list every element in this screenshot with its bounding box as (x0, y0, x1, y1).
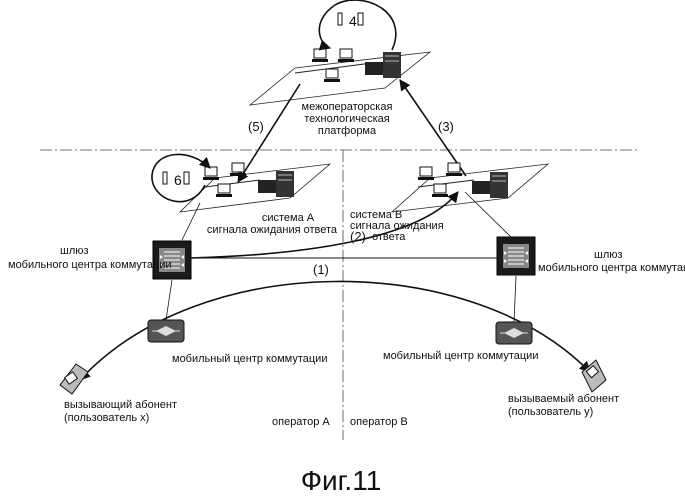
caller-label-line-1: вызывающий абонент (64, 399, 177, 411)
step-6-box-icon (184, 172, 189, 184)
caller-label-line-2: (пользователь x) (64, 412, 149, 424)
step-4-label: 4 (349, 13, 357, 29)
system-b-workstation-icon (418, 163, 462, 197)
operator-a-label: оператор А (272, 416, 330, 428)
gateway-b-label-line-2: мобильного центра коммутации (538, 262, 685, 274)
step-2-label: (2) (350, 229, 366, 244)
callee-label-line-1: вызываемый абонент (508, 393, 619, 405)
gateway-b-label-line-1: шлюз (594, 249, 623, 261)
system-a-server-icon (258, 171, 294, 197)
caller-phone-icon (60, 364, 88, 394)
system-b-lan (392, 164, 548, 212)
gateway-a-label-line-1: шлюз (60, 245, 89, 257)
step-4-box-icon (358, 13, 363, 25)
msc-b-label: мобильный центр коммутации (383, 350, 538, 362)
step-5-label: (5) (248, 119, 264, 134)
arrow-3 (400, 80, 466, 176)
system-a-label-line-1: система А (262, 212, 315, 224)
callee-label-line-2: (пользователь y) (508, 406, 593, 418)
step-6-marker (163, 172, 167, 184)
link-gateway-a-msc-a (166, 280, 172, 320)
platform-label-line-2: технологическая (304, 113, 390, 125)
link-system-a-gateway-a (182, 203, 200, 240)
link-system-b-gateway-b (465, 192, 512, 238)
system-a-label-line-2: сигнала ожидания ответа (207, 224, 338, 236)
msc-a-label: мобильный центр коммутации (172, 353, 327, 365)
step-3-label: (3) (438, 119, 454, 134)
gateway-a-label-line-2: мобильного центра коммутации (8, 259, 172, 271)
link-gateway-b-msc-b (514, 276, 516, 322)
msc-a-icon (148, 320, 184, 342)
figure-caption: Фиг.11 (301, 465, 382, 496)
operator-b-label: оператор В (350, 416, 408, 428)
platform-server-icon (365, 52, 401, 78)
gateway-b-icon (497, 237, 535, 275)
callee-phone-icon (582, 360, 606, 392)
platform-label-line-1: межоператорская (302, 101, 393, 113)
platform-label-line-3: платформа (318, 125, 377, 137)
system-b-server-icon (472, 172, 508, 198)
step-4-marker (338, 13, 342, 25)
step-6-label: 6 (174, 172, 182, 188)
step-1-label: (1) (313, 262, 329, 277)
msc-b-icon (496, 322, 532, 344)
